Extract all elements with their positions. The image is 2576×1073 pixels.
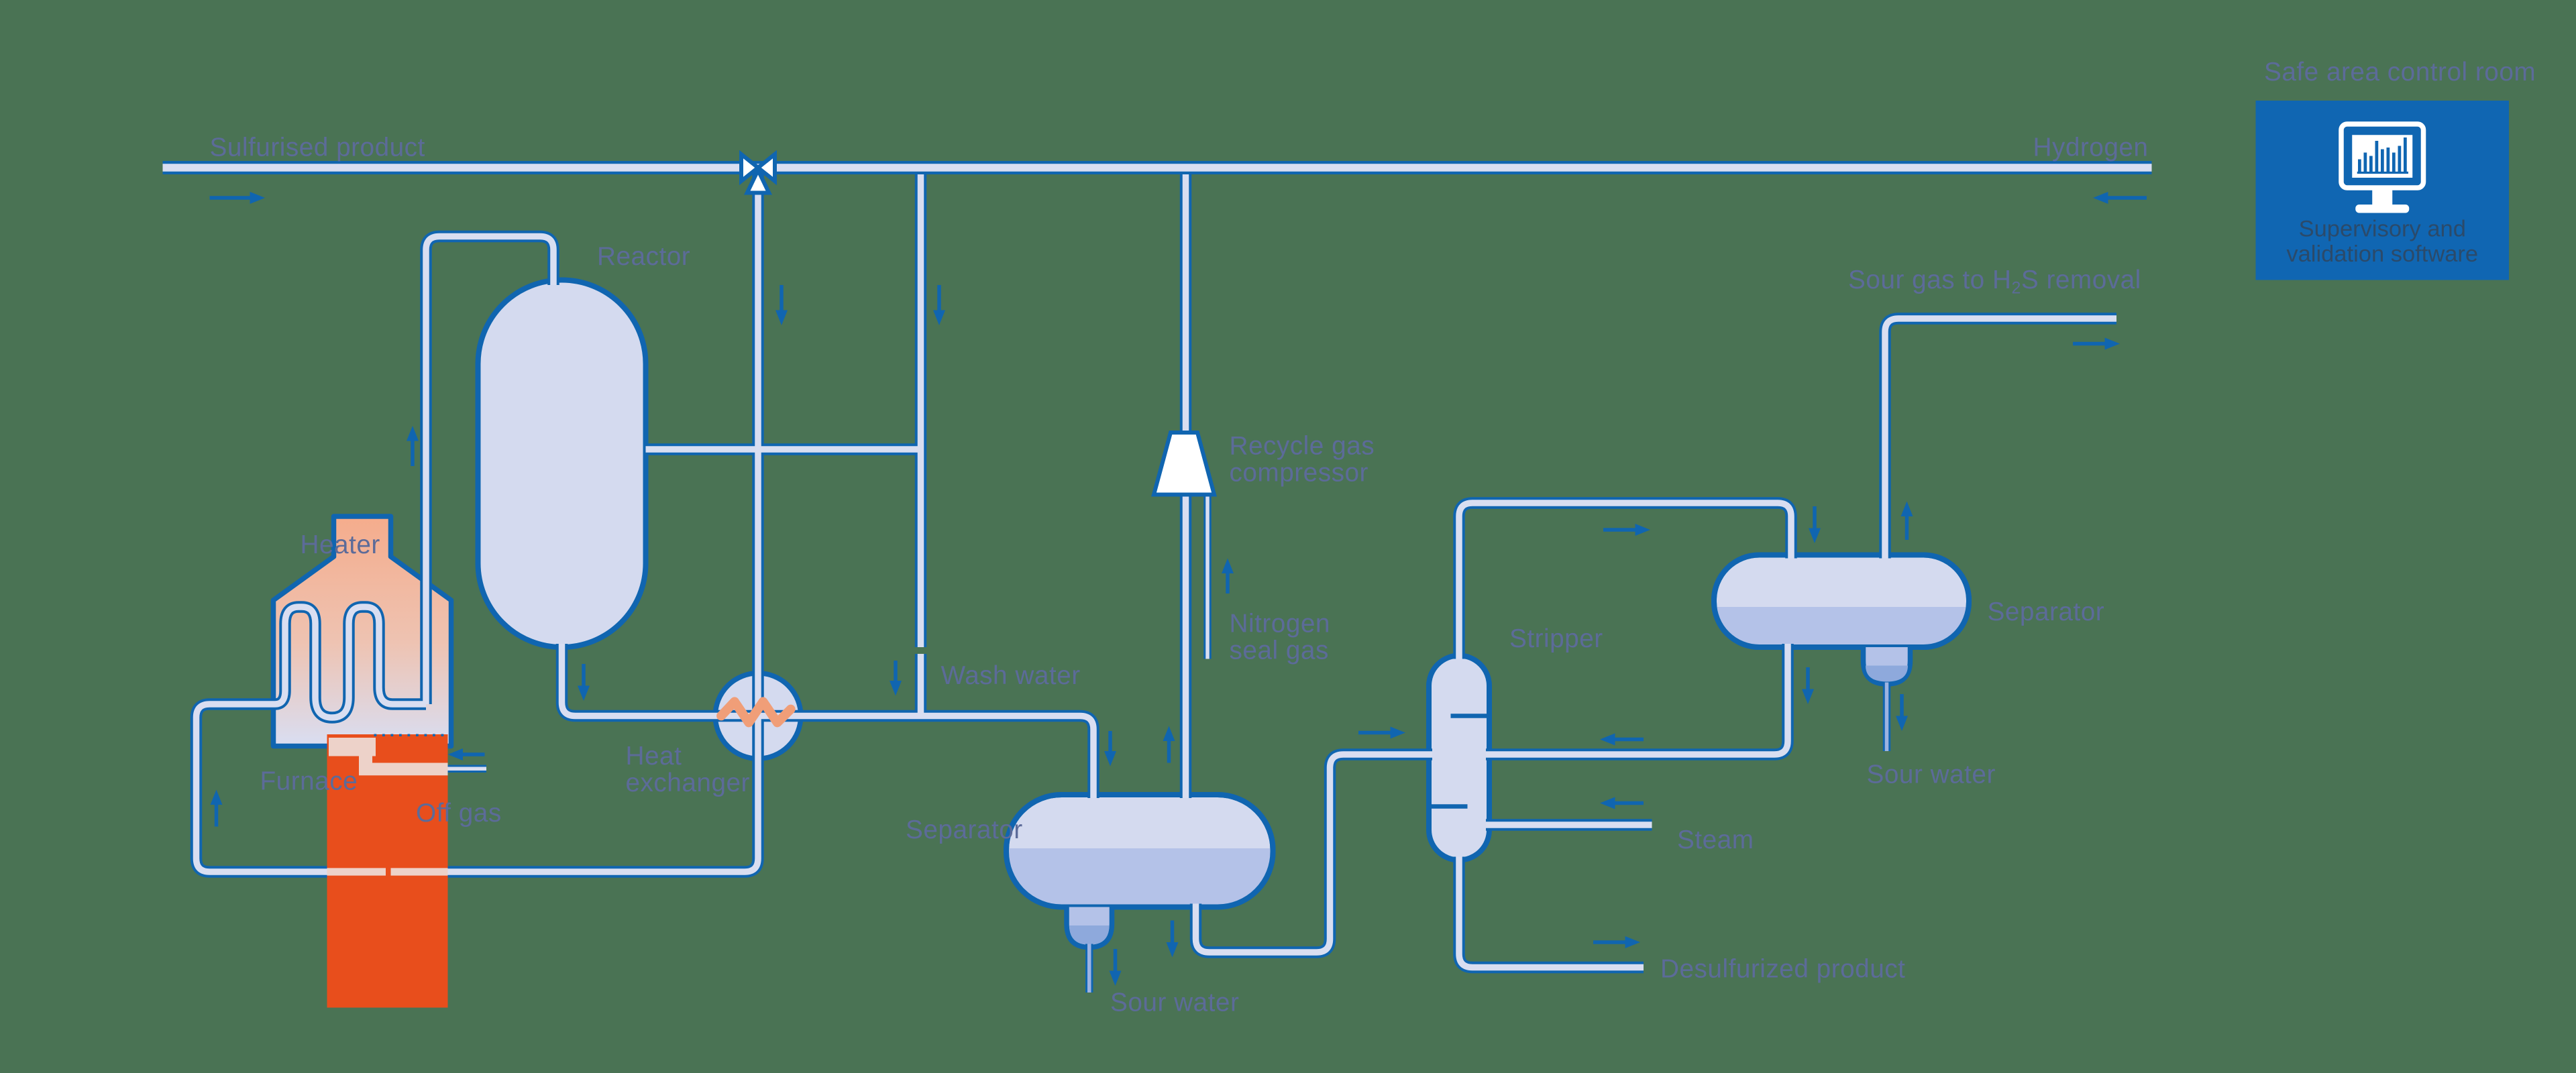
label-recycle-line2: compressor (1230, 459, 1368, 488)
separator-left-vessel (1004, 792, 1276, 950)
pipes-fill-layer (162, 164, 2152, 993)
monitor-bar-1 (2358, 159, 2361, 173)
monitor-bar-3 (2369, 156, 2373, 173)
separator-right-boot-liquid (1866, 665, 1908, 682)
separator-feed-down-arrow (1104, 731, 1116, 767)
hydrogen-branch-down-arrow (933, 285, 945, 325)
sour-gas-right-arrow (2073, 337, 2120, 350)
sour-water-left-down-arrow (1109, 949, 1122, 986)
reactor-effluent-hx-pipe-fill (558, 644, 1097, 798)
wash-water-down-arrow (890, 661, 902, 696)
valve-right-wedge (755, 150, 777, 186)
label-separator-right: Separator (1988, 598, 2105, 626)
stripper-feed-right-arrow (1358, 726, 1405, 739)
label-wash-water: Wash water (941, 661, 1081, 690)
label-recycle-line1: Recycle gas (1230, 432, 1375, 461)
valve-left-wedge (739, 150, 761, 186)
reactor-vessel (475, 277, 649, 650)
monitor-bar-7 (2392, 152, 2396, 173)
desulfurized-product-pipe-outline (1453, 856, 1644, 974)
flow-arrows-layer (209, 192, 2147, 986)
label-heater: Heater (301, 530, 380, 559)
monitor-stand (2372, 188, 2393, 205)
nitrogen-seal-up-arrow (1222, 558, 1234, 594)
label-sour-water-right: Sour water (1867, 760, 1996, 789)
monitor-icon (2339, 121, 2426, 213)
overhead-downcomer-arrow (1809, 506, 1821, 543)
monitor-bar-9 (2404, 137, 2407, 173)
steam-left-arrow (1600, 797, 1644, 809)
label-supervisory-line1: Supervisory and (2299, 217, 2466, 242)
recycle-gas-up-arrow (1163, 726, 1175, 763)
label-off-gas: Off gas (416, 799, 502, 828)
label-sour-gas: Sour gas to H2S removal (1848, 266, 2141, 297)
off-gas-run-in-furnace (359, 763, 448, 776)
stripper-vessel (1426, 653, 1492, 863)
separator-right-vessel (1711, 552, 1972, 687)
monitor-base (2355, 205, 2410, 213)
monitor-bar-8 (2398, 146, 2402, 173)
labels-layer: Sulfurised product Hydrogen Reactor Heat… (210, 133, 2149, 1017)
sour-gas-pipe-outline (1879, 313, 2116, 559)
right-separator-drain-down-arrow (1802, 667, 1814, 704)
furnace-block (327, 734, 448, 1008)
sulfurised-product-flow-arrow (209, 192, 265, 204)
desulfurized-right-arrow (1593, 936, 1640, 948)
valve-to-furnace-loop-pipe-fill (193, 174, 761, 875)
label-heat-exchanger-line2: exchanger (626, 769, 750, 797)
label-heat-exchanger-line1: Heat (626, 742, 682, 771)
label-furnace: Furnace (260, 767, 358, 796)
label-safe-area-control-room: Safe area control room (2264, 58, 2536, 87)
heater-to-reactor-pipe-fill (423, 233, 557, 704)
heater-coil-pipe-fill (252, 604, 426, 721)
monitor-chart-bars (2358, 137, 2407, 173)
stripper-overhead-pipe-fill (1456, 500, 1794, 659)
monitor-bar-5 (2381, 149, 2384, 173)
label-separator-left: Separator (906, 815, 1023, 844)
control-room-callout: Safe area control room Supervisory and v… (2255, 58, 2536, 280)
separator-bottoms-down-arrow (1166, 920, 1179, 958)
separator-bottoms-pipe-fill (1192, 751, 1432, 956)
label-sour-water-left: Sour water (1110, 989, 1239, 1017)
sour-gas-riser-up-arrow (1900, 501, 1913, 540)
separator-left-boot-liquid (1069, 925, 1110, 945)
monitor-bar-2 (2363, 152, 2367, 173)
heater-riser-up-arrow (407, 426, 419, 466)
monitor-bar-4 (2375, 141, 2379, 173)
separator-right-liquid (1714, 607, 1969, 647)
three-way-valve (739, 150, 777, 195)
recycle-gas-compressor-symbol (1151, 431, 1217, 497)
sour-gas-pipe-fill (1882, 315, 2116, 559)
reactor-drain-down-arrow (578, 664, 590, 701)
label-nitrogen-line2: seal gas (1230, 636, 1329, 665)
label-sulfurised-product: Sulfurised product (210, 133, 425, 162)
label-steam: Steam (1677, 826, 1754, 854)
equipment-layer (270, 277, 1972, 950)
label-reactor: Reactor (597, 242, 690, 271)
valve-bottom-wedge (743, 165, 773, 195)
label-desulfurized-product: Desulfurized product (1660, 955, 1905, 984)
separator-return-pipe-fill (1486, 644, 1791, 758)
separator-left-liquid (1006, 848, 1273, 907)
desulfurized-product-pipe-fill (1456, 856, 1644, 971)
label-hydrogen: Hydrogen (2033, 133, 2148, 162)
sour-water-right-down-arrow (1896, 694, 1908, 731)
stripper-overhead-right-arrow (1603, 524, 1650, 536)
label-stripper: Stripper (1509, 624, 1603, 653)
off-gas-left-arrow (447, 748, 485, 760)
furnace-loop-up-arrow (210, 789, 223, 827)
label-supervisory-line2: validation software (2286, 241, 2478, 267)
valve-line-down-arrow (775, 285, 788, 325)
monitor-bar-6 (2386, 148, 2390, 173)
label-nitrogen-line1: Nitrogen (1230, 610, 1330, 638)
separator-return-left-arrow (1600, 733, 1644, 746)
heat-exchanger-coil-icon (716, 697, 796, 728)
hydrogen-flow-arrow (2093, 192, 2147, 204)
